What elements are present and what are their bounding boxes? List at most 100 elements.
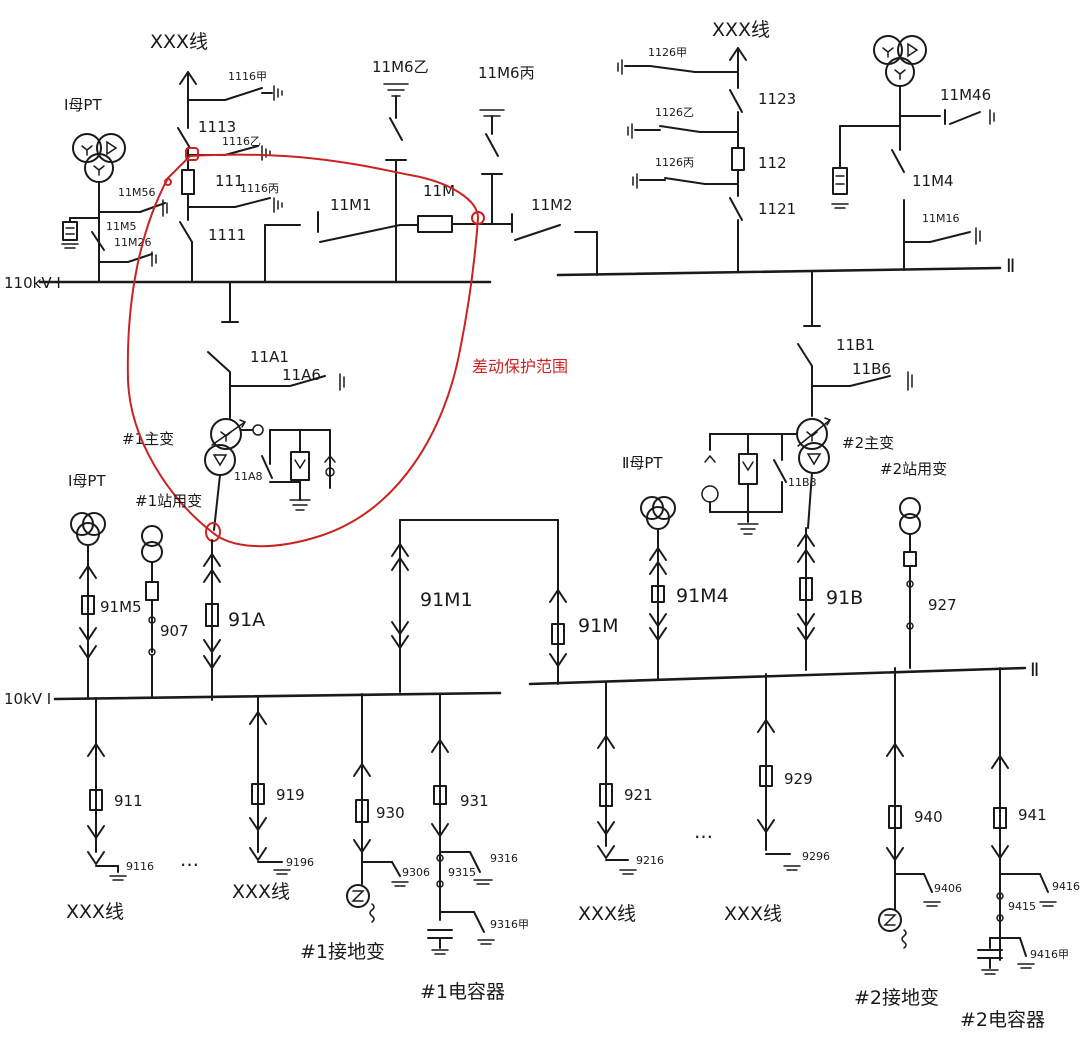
transformer-1-label: #1主变 — [122, 430, 174, 448]
feeder-931-name: #1电容器 — [420, 981, 505, 1003]
breaker-icon — [205, 603, 219, 627]
pt-icon — [72, 133, 126, 183]
ground-icon — [831, 203, 849, 209]
disconnect-switch-icon — [91, 231, 105, 251]
breaker-931-label: 931 — [460, 792, 489, 810]
switch-11a1-label: 11A1 — [250, 348, 289, 366]
feeders-left-ellipsis: … — [180, 849, 199, 871]
ground-icon — [783, 865, 801, 871]
ground-icon — [617, 59, 623, 75]
switch-11a6-label: 11A6 — [282, 366, 321, 384]
switch-11m6bing-label: 11M6丙 — [478, 64, 535, 82]
switch-9216-label: 9216 — [636, 854, 664, 867]
switch-1111-label: 1111 — [208, 226, 246, 244]
ground-icon — [61, 243, 79, 249]
grounding-transformer-icon — [878, 908, 907, 949]
breaker-icon — [799, 577, 813, 601]
protection-zone-label: 差动保护范围 — [472, 357, 568, 376]
switch-91m4-label: 91M4 — [676, 585, 729, 607]
differential-protection-zone: 差动保护范围 — [126, 147, 568, 548]
right-line-label: XXX线 — [712, 19, 770, 41]
switch-91m1-label: 91M1 — [420, 589, 473, 611]
bus-10kv-1: 10kV Ⅰ — [4, 690, 502, 708]
transformer-icon — [141, 525, 163, 563]
left-line-label: XXX线 — [150, 31, 208, 53]
left-incoming-line-bay: XXX线 1116甲 1113 1116乙 111 1116丙 1111 — [150, 31, 283, 283]
breaker-112-label: 112 — [758, 154, 787, 172]
switch-11m4-label: 11M4 — [912, 172, 954, 190]
breaker-921-label: 921 — [624, 786, 653, 804]
disconnect-switch-icon — [485, 133, 499, 157]
ground-icon — [391, 881, 409, 887]
bus-10kv-1-label: 10kV Ⅰ — [4, 690, 51, 708]
switch-11b1-label: 11B1 — [836, 336, 875, 354]
feeder-919-name: XXX线 — [232, 881, 290, 903]
mv-pt2-label: Ⅱ母PT — [622, 454, 663, 472]
bus-tie-110kv: 11M1 11M 11M2 11M6乙 11M6丙 — [264, 58, 598, 283]
switch-91m5-label: 91M5 — [100, 598, 142, 616]
disconnect-switch-icon — [179, 221, 193, 243]
ground-icon — [162, 199, 168, 217]
right-incoming-line-bay: XXX线 1126甲 1123 1126乙 112 1126丙 1121 — [617, 19, 796, 273]
feeder-931: 931 9315 9316 9316甲 #1电容器 — [420, 693, 529, 1003]
transformer-icon — [204, 418, 247, 476]
disconnect-switch-icon — [729, 89, 743, 113]
switch-9296-label: 9296 — [802, 850, 830, 863]
ground-icon — [627, 123, 633, 139]
breaker-940-label: 940 — [914, 808, 943, 826]
switch-1116bing-label: 1116丙 — [240, 182, 279, 195]
bus-110kv-1: 110kV Ⅰ — [4, 274, 492, 292]
switch-1116jia-label: 1116甲 — [228, 70, 267, 83]
switch-927-label: 927 — [928, 596, 957, 614]
breaker-icon — [888, 805, 902, 829]
switch-11b8-label: 11B8 — [788, 476, 817, 489]
breaker-icon — [89, 789, 103, 811]
station-transformer-1-bay: #1站用变 907 — [135, 492, 202, 699]
switch-11a8-label: 11A8 — [234, 470, 263, 483]
breaker-icon — [551, 623, 565, 645]
feeder-919: 919 9196 XXX线 — [232, 695, 314, 903]
breaker-icon — [599, 783, 613, 807]
ground-icon — [989, 109, 995, 125]
switch-11m26-label: 11M26 — [114, 236, 152, 249]
feeder-930: 930 9306 #1接地变 — [300, 693, 430, 963]
ground-icon — [151, 251, 157, 267]
switch-1126bing-label: 1126丙 — [655, 156, 694, 169]
breaker-icon — [417, 215, 453, 233]
breaker-icon — [251, 783, 265, 805]
feeder-929-name: XXX线 — [724, 903, 782, 925]
ground-icon — [923, 901, 941, 907]
disconnect-switch-icon — [389, 117, 403, 141]
feeder-930-name: #1接地变 — [300, 941, 385, 963]
switch-9416-label: 9416 — [1052, 880, 1080, 893]
fuse-icon — [81, 595, 95, 615]
breaker-icon — [355, 799, 369, 823]
grounding-transformer-icon — [346, 884, 375, 923]
mv-pt-bay-1: Ⅰ母PT 91M5 — [68, 472, 142, 700]
ground-icon — [289, 499, 311, 511]
arrester-icon — [832, 167, 848, 195]
ground-icon — [273, 85, 283, 101]
feeder-940-name: #2接地变 — [854, 987, 939, 1009]
disconnect-switch-icon — [319, 224, 401, 243]
feeder-921-name: XXX线 — [578, 903, 636, 925]
ground-icon — [737, 523, 759, 535]
feeder-911: 911 9116 XXX线 — [66, 697, 154, 923]
switch-1113-label: 1113 — [198, 118, 236, 136]
breaker-icon — [993, 807, 1007, 829]
bus-110kv-2: Ⅱ — [556, 255, 1015, 277]
disconnect-switch-icon — [514, 224, 561, 241]
switch-9315-label: 9315 — [448, 866, 476, 879]
switch-9316-label: 9316 — [490, 852, 518, 865]
disconnect-switch-icon — [261, 455, 273, 479]
pt-icon — [640, 496, 676, 530]
feeder-911-name: XXX线 — [66, 901, 124, 923]
pt-bay-110kv-2: 11M46 11M4 11M16 — [831, 35, 995, 271]
capacitor-icon — [427, 929, 453, 949]
breaker-91b-label: 91B — [826, 587, 863, 609]
capacitor-icon — [977, 949, 1003, 969]
breaker-91m-label: 91M — [578, 615, 619, 637]
station-transformer-1-label: #1站用变 — [135, 492, 202, 510]
ground-icon — [619, 869, 637, 875]
